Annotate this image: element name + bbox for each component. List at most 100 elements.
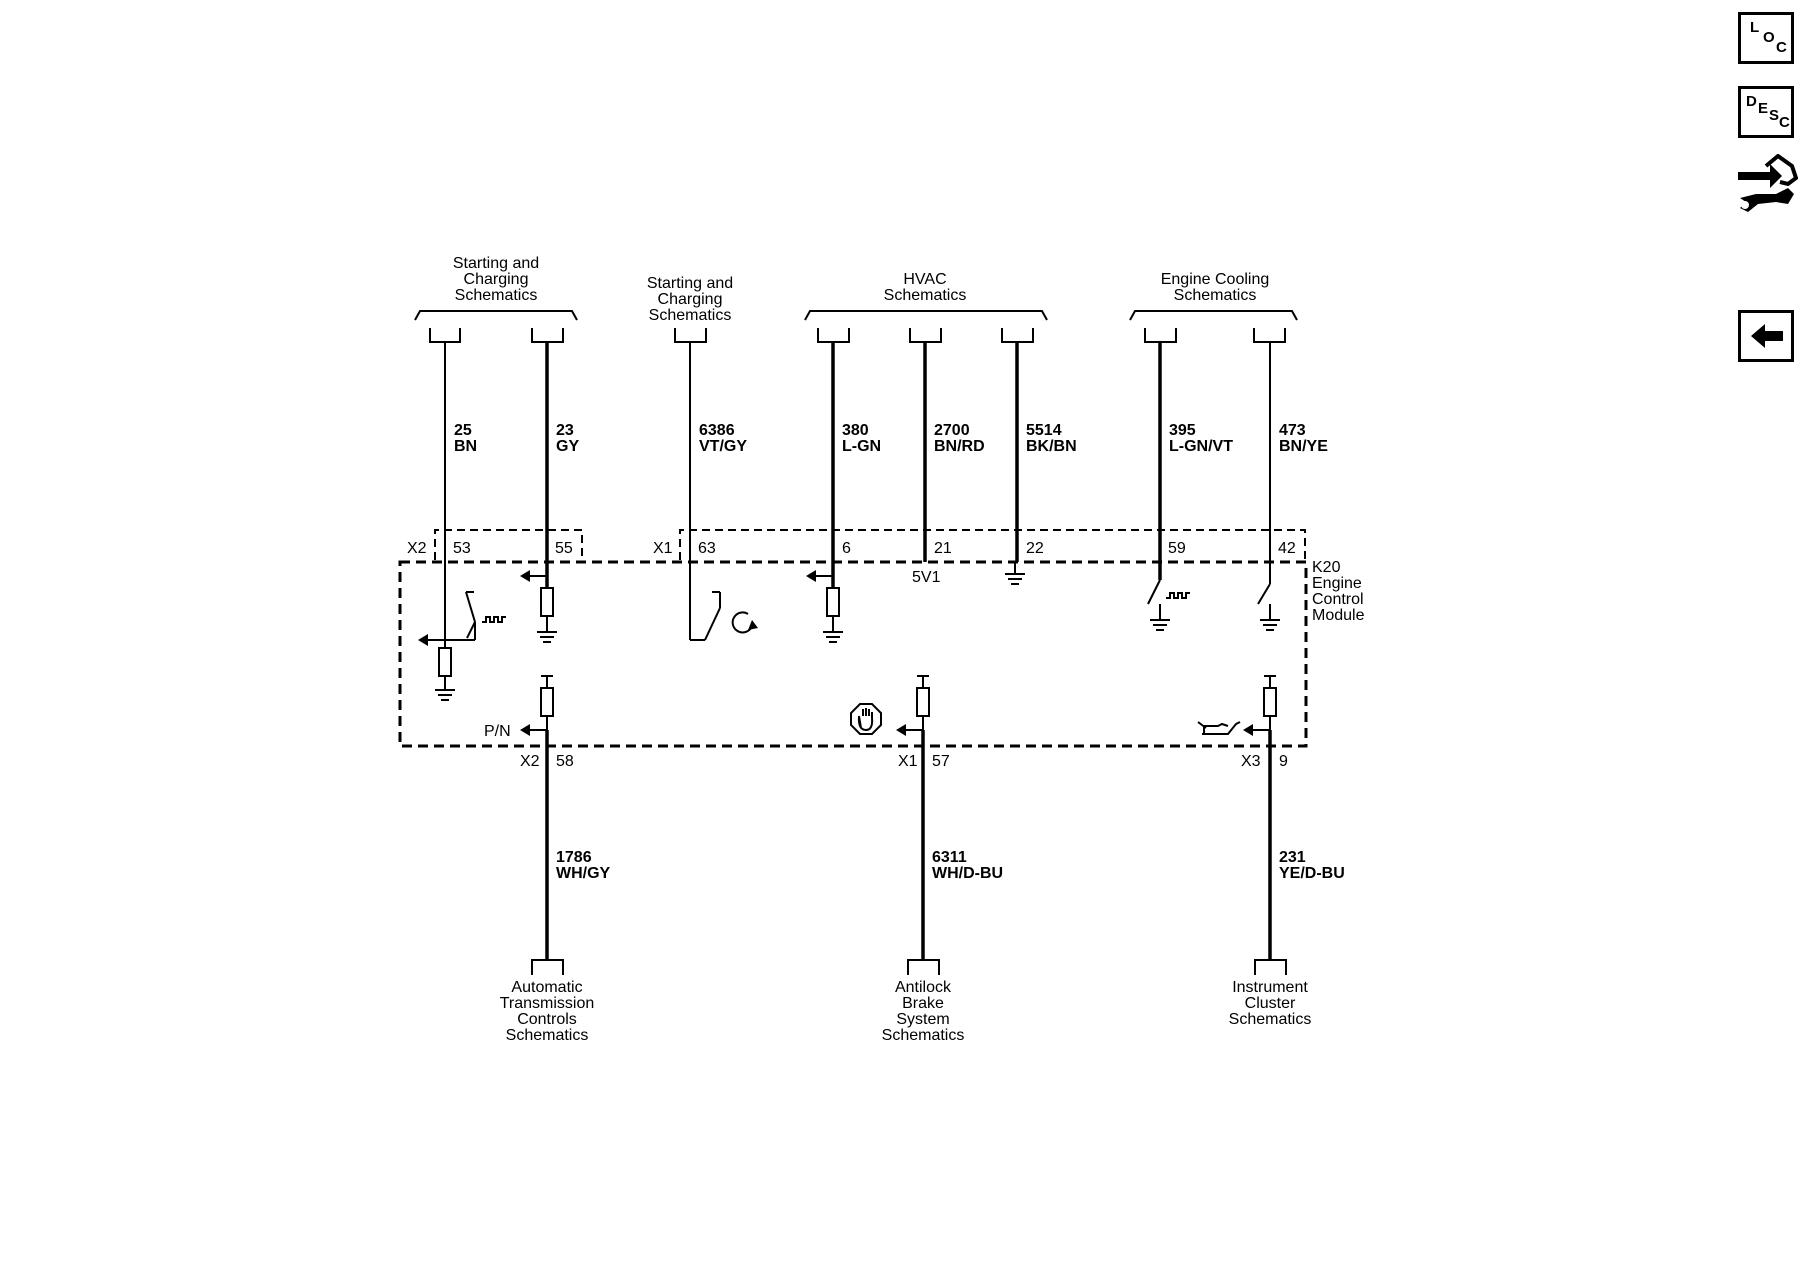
header-starting-charging-2[interactable]: Starting and Charging Schematics [647,275,733,324]
wire-circuit-2700: 2700 [934,422,970,439]
back-arrow-icon [1751,324,1783,348]
pin-57: 57 [932,753,950,770]
wire-circuit-25: 25 [454,422,472,439]
connector-label-x1-bottom: X1 [898,753,918,770]
reference-5v-label: 5V1 [912,569,941,586]
footer-line: Cluster [1245,995,1296,1012]
desc-letter: E [1758,100,1769,117]
footer-line: Controls [517,1011,577,1028]
header-line: Schematics [649,307,732,324]
desc-letter: D [1746,93,1757,110]
footer-transmission[interactable]: Automatic Transmission Controls Schemati… [500,979,595,1044]
wire-color-231: YE/D-BU [1279,865,1345,882]
footer-line: System [896,1011,949,1028]
header-line: Starting and [647,275,733,292]
module-label-line: Engine [1312,575,1362,592]
wire-color-2700: BN/RD [934,438,985,455]
top-wire-labels: 25 BN 23 GY 6386 VT/GY 380 L-GN 2700 BN/… [454,422,1328,455]
footer-line: Instrument [1232,979,1308,996]
output-circuit-1786: P/N [484,675,554,740]
back-button[interactable] [1738,310,1794,362]
wire-color-473: BN/YE [1279,438,1328,455]
switch-circuit-473 [1257,562,1280,631]
wire-circuit-6386: 6386 [699,422,735,439]
connector-label-x2: X2 [407,540,427,557]
module-label: K20 Engine Control Module [1312,559,1365,624]
pin-9: 9 [1279,753,1288,770]
pin-42: 42 [1278,540,1296,557]
header-line: Starting and [453,255,539,272]
wire-color-395: L-GN/VT [1169,438,1233,455]
header-line: Charging [464,271,529,288]
output-circuit-231 [1197,675,1277,736]
description-button[interactable]: D E S C [1738,86,1794,138]
desc-letter: S [1769,107,1780,124]
location-button[interactable]: L O C [1738,12,1794,64]
top-wires [444,342,1271,640]
footer-abs[interactable]: Antilock Brake System Schematics [882,979,965,1044]
connector-label-x3-bottom: X3 [1241,753,1261,770]
pin-53: 53 [453,540,471,557]
footer-line: Automatic [511,979,582,996]
bottom-pin-labels: X2 58 X1 57 X3 9 [520,753,1288,770]
wire-circuit-23: 23 [556,422,574,439]
loc-letter: O [1763,29,1775,46]
repair-tools-icon [1738,153,1799,212]
pin-63: 63 [698,540,716,557]
sensor-input-circuit-23 [520,570,557,643]
top-pin-labels: X2 53 55 X1 63 6 21 22 59 42 [407,540,1296,557]
header-engine-cooling[interactable]: Engine Cooling Schematics [1161,271,1270,304]
wire-circuit-380: 380 [842,422,869,439]
sensor-input-circuit-6386 [690,591,758,641]
footer-cluster[interactable]: Instrument Cluster Schematics [1229,979,1312,1028]
bottom-connectors [531,959,1287,975]
module-label-line: Module [1312,607,1365,624]
header-line: HVAC [903,271,946,288]
desc-letter: C [1779,114,1790,131]
pin-58: 58 [556,753,574,770]
repair-tools-button[interactable] [1736,153,1799,222]
footer-line: Schematics [506,1027,589,1044]
oil-can-icon [1197,721,1241,735]
connector-label-x1: X1 [653,540,673,557]
header-line: Schematics [455,287,538,304]
header-line: Charging [658,291,723,308]
pin-21: 21 [934,540,952,557]
wire-circuit-231: 231 [1279,849,1306,866]
wire-color-380: L-GN [842,438,881,455]
pn-label: P/N [484,723,511,740]
ground-circuit-5514 [1005,562,1025,585]
footer-line: Schematics [882,1027,965,1044]
footer-line: Transmission [500,995,595,1012]
bottom-wire-labels: 1786 WH/GY 6311 WH/D-BU 231 YE/D-BU [556,849,1345,882]
wire-circuit-395: 395 [1169,422,1196,439]
pin-59: 59 [1168,540,1186,557]
wire-color-5514: BK/BN [1026,438,1077,455]
module-outline [398,560,1308,748]
module-label-line: K20 [1312,559,1341,576]
wire-color-6311: WH/D-BU [932,865,1003,882]
footer-line: Schematics [1229,1011,1312,1028]
header-line: Engine Cooling [1161,271,1270,288]
switch-circuit-395 [1147,579,1190,631]
sensor-input-circuit-380 [806,570,843,643]
connector-label-x2-bottom: X2 [520,753,540,770]
output-circuit-6311 [850,675,930,736]
footer-line: Antilock [895,979,952,996]
top-connectors [429,328,1286,343]
wire-color-25: BN [454,438,477,455]
pin-6: 6 [842,540,851,557]
pin-55: 55 [555,540,573,557]
wire-color-23: GY [556,438,579,455]
header-starting-charging-1[interactable]: Starting and Charging Schematics [453,255,539,304]
sensor-input-circuit-25 [418,591,506,701]
header-hvac[interactable]: HVAC Schematics [884,271,967,304]
module-label-line: Control [1312,591,1364,608]
bottom-wires [545,730,1272,960]
header-line: Schematics [1174,287,1257,304]
wire-circuit-473: 473 [1279,422,1306,439]
footer-line: Brake [902,995,944,1012]
wire-circuit-5514: 5514 [1026,422,1062,439]
wire-circuit-1786: 1786 [556,849,592,866]
header-line: Schematics [884,287,967,304]
